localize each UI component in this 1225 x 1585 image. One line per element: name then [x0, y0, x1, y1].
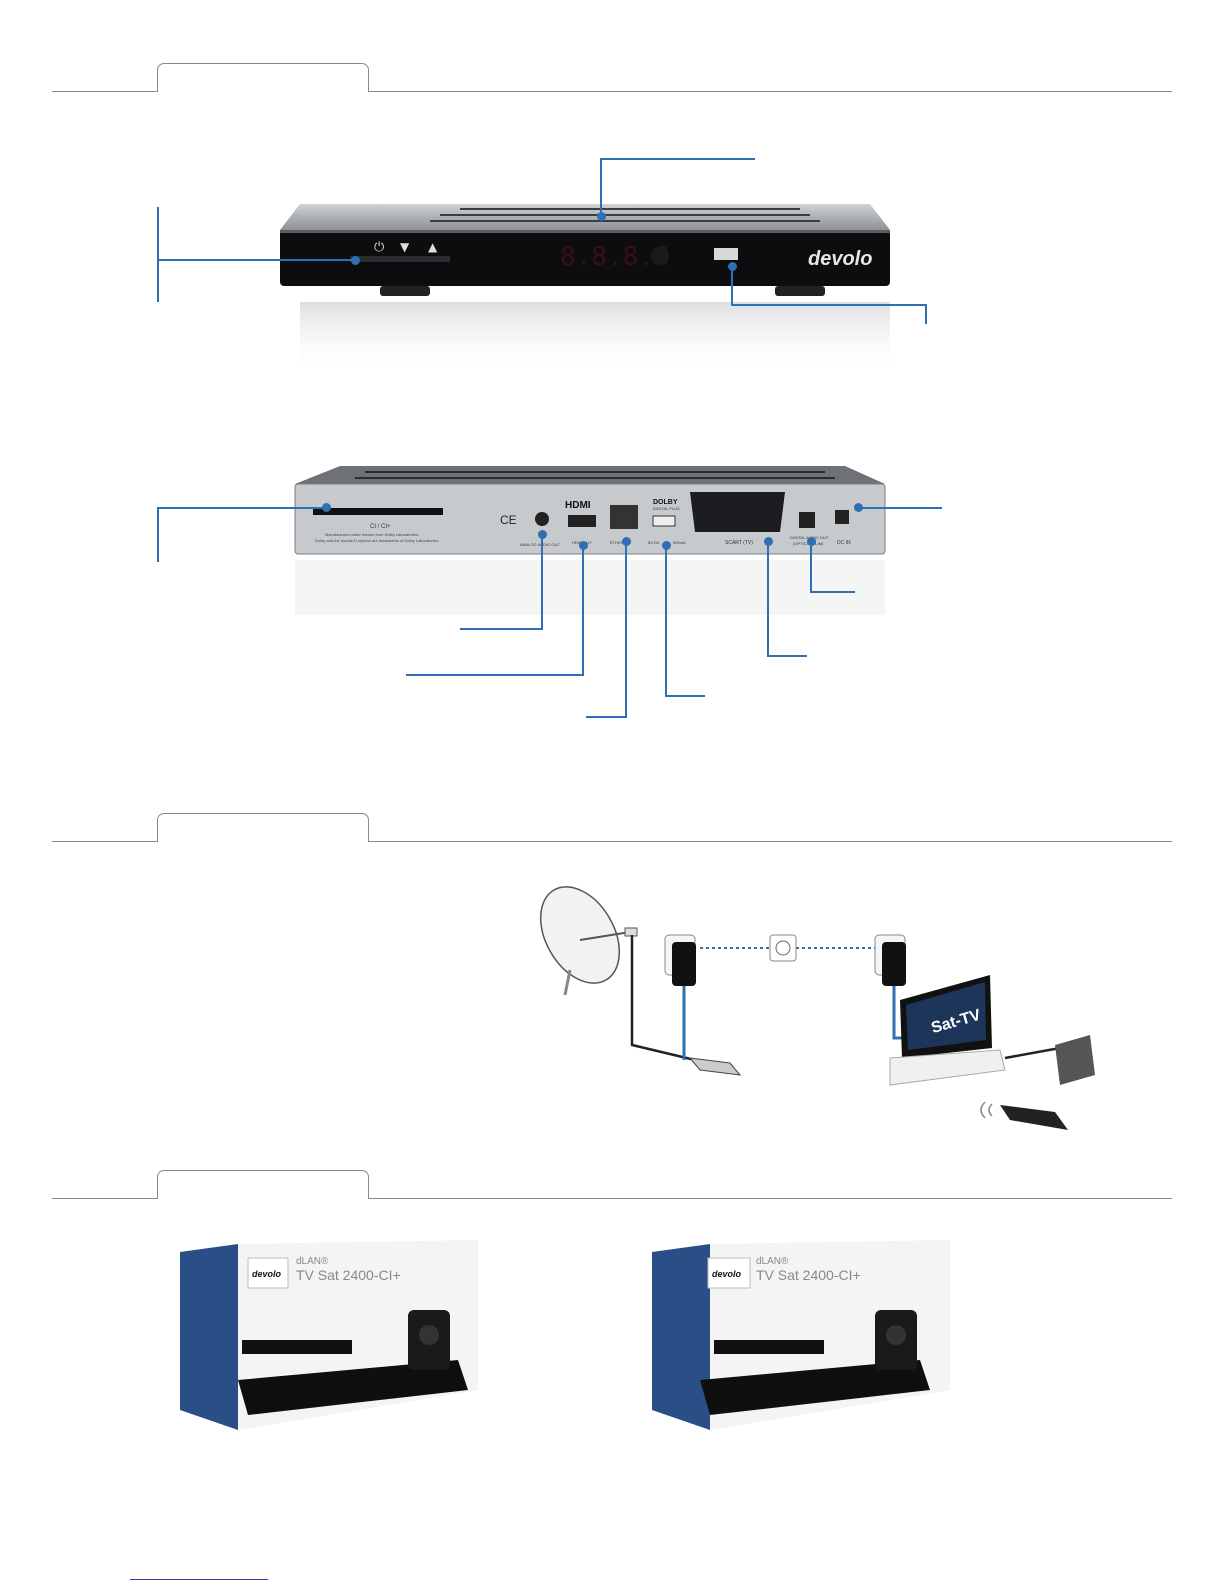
callout-scart-horizontal — [767, 655, 807, 657]
section-tab-2 — [157, 813, 369, 842]
box-1-line: dLAN® — [296, 1256, 329, 1267]
svg-text:⏻: ⏻ — [374, 240, 384, 255]
callout-ci-dot — [322, 503, 331, 512]
product-box-1: devolo dLAN® TV Sat 2400-CI+ — [180, 1240, 478, 1430]
usb-power-label: 5V DC — [648, 540, 660, 545]
callout-ethernet-vertical — [625, 541, 627, 718]
front-device-image: ⏻ ▼ ▲ 8.8.8.8 devolo — [280, 204, 890, 374]
box-1-name: TV Sat 2400-CI+ — [296, 1267, 401, 1283]
ethernet-label: ETHERNET — [610, 540, 632, 545]
callout-buttons-vertical — [157, 207, 159, 302]
connection-diagram: Sat-TV — [539, 886, 1095, 1130]
callout-usb2-vertical — [665, 545, 667, 697]
receiver-box-icon — [688, 1057, 742, 1076]
dc-in-label: DC IN — [837, 540, 851, 546]
callout-optical-horizontal — [810, 591, 855, 593]
analog-audio-label: ANALOG AUDIO OUT — [520, 542, 560, 547]
scart-label: SCART (TV) — [725, 540, 753, 546]
hdmi-logo: HDMI — [565, 500, 591, 511]
callout-dcin-horizontal — [858, 507, 942, 509]
wall-socket-icon — [769, 934, 797, 962]
box-1-brand: devolo — [252, 1269, 282, 1279]
svg-text:▼: ▼ — [400, 240, 410, 254]
front-brand-logo: devolo — [808, 248, 872, 270]
ce-mark: CE — [500, 513, 517, 527]
satellite-dish-icon — [539, 886, 621, 984]
dolby-logo: DOLBY — [653, 499, 678, 506]
callout-display-dot — [597, 212, 606, 221]
callout-display-horizontal — [600, 158, 755, 160]
back-device-image: CI / CI+ Manufactured under license from… — [294, 466, 886, 615]
callout-usb-horizontal — [731, 304, 927, 306]
callout-usb2-dot — [662, 541, 671, 550]
callout-ethernet-horizontal — [586, 716, 627, 718]
box-2-line: dLAN® — [756, 1256, 789, 1267]
callout-usb-vertical — [731, 266, 733, 306]
dolby-sub: DIGITAL PLUS — [653, 506, 680, 511]
section-tab-1 — [157, 63, 369, 92]
callout-audio-vertical — [541, 534, 543, 630]
box-2-brand: devolo — [712, 1269, 742, 1279]
ci-slot-label: CI / CI+ — [370, 524, 391, 530]
callout-ci-vertical — [157, 507, 159, 562]
callout-ci-horizontal — [158, 507, 326, 509]
callout-optical-dot — [807, 537, 816, 546]
footer-link[interactable] — [130, 1579, 268, 1580]
callout-usb-dot — [728, 262, 737, 271]
callout-scart-dot — [764, 537, 773, 546]
callout-usb-drop — [925, 304, 927, 324]
callout-dcin-dot — [854, 503, 863, 512]
ci-note-2: Dolby and the double-D symbol are tradem… — [315, 538, 439, 543]
callout-optical-vertical — [810, 541, 812, 593]
section-rule-3 — [52, 1198, 1172, 1199]
callout-scart-vertical — [767, 541, 769, 657]
callout-hdmi-dot — [579, 541, 588, 550]
hard-drive-icon — [1055, 1035, 1095, 1085]
powerline-adapter-right-icon — [874, 934, 906, 986]
section-rule-2 — [52, 841, 1172, 842]
callout-hdmi-horizontal — [406, 674, 584, 676]
callout-buttons-horizontal — [158, 259, 354, 261]
callout-ethernet-dot — [622, 537, 631, 546]
callout-hdmi-vertical — [582, 545, 584, 676]
callout-audio-dot — [538, 530, 547, 539]
ci-note-1: Manufactured under license from Dolby La… — [325, 532, 419, 537]
svg-text:▲: ▲ — [428, 240, 438, 254]
section-rule-1 — [52, 91, 1172, 92]
callout-audio-horizontal — [460, 628, 543, 630]
remote-control-icon — [1000, 1105, 1068, 1130]
section-tab-3 — [157, 1170, 369, 1199]
usb-current-label: 500mA — [673, 540, 686, 545]
powerline-adapter-left-icon — [664, 934, 696, 986]
product-box-2: devolo dLAN® TV Sat 2400-CI+ — [652, 1240, 950, 1430]
box-2-name: TV Sat 2400-CI+ — [756, 1267, 861, 1283]
callout-usb2-horizontal — [665, 695, 705, 697]
callout-display-vertical — [600, 158, 602, 216]
callout-buttons-dot — [351, 256, 360, 265]
